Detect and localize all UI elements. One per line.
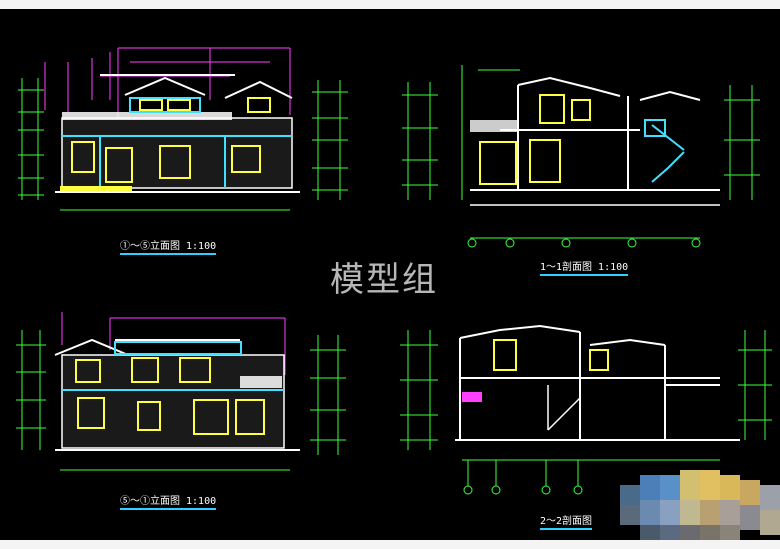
left-dimensions-2 — [402, 65, 463, 200]
windows-3 — [75, 357, 265, 435]
right-dimensions-1 — [312, 80, 348, 200]
right-dimensions-3 — [310, 335, 346, 455]
step-1 — [60, 186, 132, 191]
section-1-1 — [402, 65, 760, 248]
trim-1 — [62, 97, 292, 188]
right-dimensions-2 — [724, 85, 760, 200]
roof-lines-1 — [100, 74, 293, 99]
bottom-border — [0, 540, 780, 549]
left-dimensions-4 — [400, 330, 438, 450]
caption-elevation-5-1: ⑤～①立面图 1:100 — [120, 492, 217, 510]
window-4a — [493, 339, 517, 371]
elevation-1-5 — [18, 47, 348, 211]
elevation-5-1 — [16, 312, 346, 471]
balcony-rail-3 — [240, 376, 282, 388]
axis-ticks-4 — [467, 460, 579, 486]
windows-1 — [71, 97, 271, 183]
balcony-rail-1 — [62, 112, 232, 120]
window-4b — [589, 349, 609, 371]
axis-bubbles-2 — [467, 238, 701, 248]
left-dimensions-3 — [16, 330, 46, 450]
top-border — [0, 0, 780, 9]
left-dimensions-1 — [18, 78, 44, 200]
section-2-2 — [400, 324, 772, 495]
trim-3 — [62, 341, 284, 391]
pixelated-patch — [620, 470, 780, 540]
section-walls-2 — [470, 76, 720, 191]
caption-section-2-2: 2～2剖面图 — [540, 512, 593, 530]
caption-section-1-1: 1～1剖面图 1:100 — [540, 258, 629, 276]
section-fill-4 — [462, 392, 482, 402]
stairs-4 — [547, 385, 581, 431]
stairs-2 — [644, 119, 685, 183]
section-rail-2 — [470, 120, 518, 132]
caption-elevation-1-5: ①～⑤立面图 1:100 — [120, 237, 217, 255]
right-dimensions-4 — [738, 330, 772, 440]
windows-2 — [479, 94, 591, 185]
axis-bubbles-4 — [463, 485, 583, 495]
leader-lines-3 — [61, 312, 286, 375]
watermark-text: 模型组 — [330, 260, 438, 300]
section-walls-4 — [455, 324, 740, 441]
